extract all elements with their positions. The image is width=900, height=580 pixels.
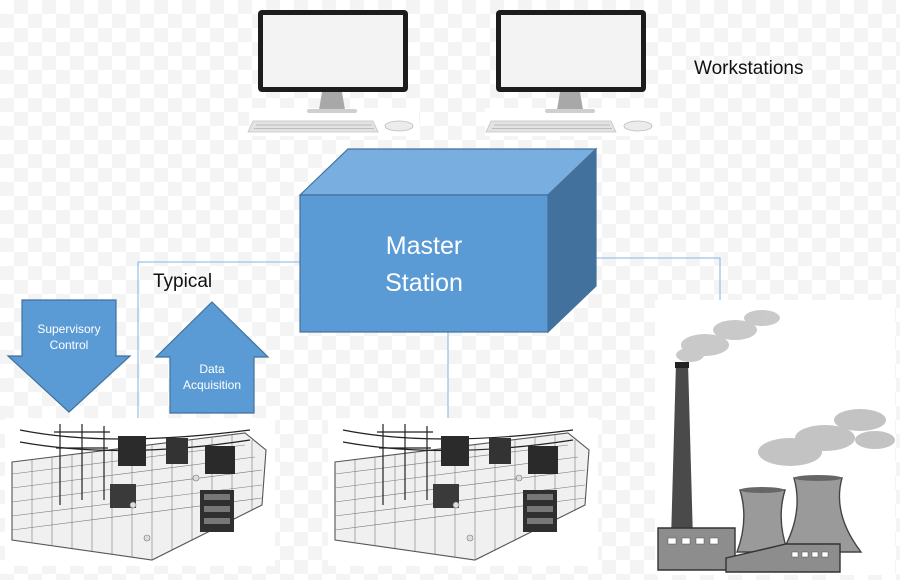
data-acquisition-arrow bbox=[154, 301, 270, 414]
power-plant-icon bbox=[655, 300, 895, 575]
desktop-computer-icon bbox=[247, 10, 419, 136]
supervisory-control-label-line-2: Control bbox=[49, 338, 89, 352]
master-station-label-line-2: Station bbox=[385, 269, 463, 297]
master-station-front bbox=[299, 194, 549, 333]
workstations-label: Workstations bbox=[694, 58, 804, 79]
data-acquisition-label-line-1: Data bbox=[199, 362, 225, 376]
desktop-computer-icon bbox=[485, 10, 660, 136]
master-station-label-line-1: Master bbox=[385, 232, 463, 260]
supervisory-control-arrow bbox=[6, 299, 132, 413]
supervisory-control-label: Supervisory Control bbox=[22, 321, 116, 353]
substation-2 bbox=[328, 418, 598, 566]
workstation-1 bbox=[247, 10, 419, 136]
workstation-2 bbox=[485, 10, 660, 136]
connector-master-to-typical-substation bbox=[137, 261, 300, 420]
power-plant bbox=[655, 300, 895, 575]
electrical-substation-icon bbox=[328, 418, 598, 566]
electrical-substation-icon bbox=[5, 418, 275, 566]
typical-label: Typical bbox=[153, 271, 213, 292]
supervisory-control-label-line-1: Supervisory bbox=[37, 322, 101, 336]
master-station-label: Master Station bbox=[300, 228, 548, 302]
data-acquisition-label-line-2: Acquisition bbox=[182, 378, 242, 392]
data-acquisition-label: Data Acquisition bbox=[170, 361, 254, 393]
master-station-box bbox=[298, 147, 598, 334]
substation-1 bbox=[5, 418, 275, 566]
master-station-top bbox=[298, 148, 598, 196]
